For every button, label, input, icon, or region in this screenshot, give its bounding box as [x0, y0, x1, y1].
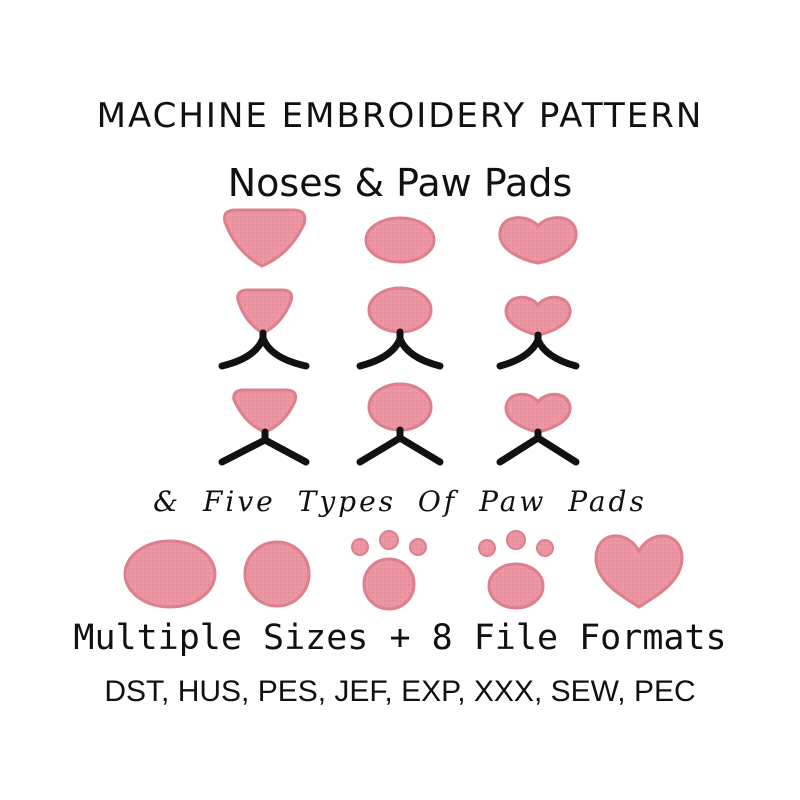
paw-print-icon — [351, 530, 427, 611]
paw-print-icon — [478, 530, 554, 610]
heart-nose-curved-mouth-icon — [496, 295, 580, 370]
page-subtitle: Noses & Paw Pads — [227, 161, 573, 205]
heart-nose-straight-mouth-icon — [496, 392, 580, 466]
triangle-nose-straight-mouth-icon — [218, 388, 310, 466]
oval-pad-icon — [123, 539, 217, 609]
paw-pads-caption: & Five Types Of Paw Pads — [153, 485, 647, 518]
oval-nose-icon — [364, 216, 436, 264]
oval-nose-straight-mouth-icon — [356, 382, 444, 466]
heart-pad-icon — [594, 534, 684, 609]
file-formats-list: DST, HUS, PES, JEF, EXP, XXX, SEW, PEC — [104, 675, 696, 708]
round-pad-icon — [243, 540, 311, 608]
triangle-nose-curved-mouth-icon — [218, 288, 310, 370]
triangle-nose-icon — [223, 208, 307, 268]
sizes-formats-heading: Multiple Sizes + 8 File Formats — [73, 618, 727, 658]
heart-nose-icon — [498, 216, 578, 265]
page-title: MACHINE EMBROIDERY PATTERN — [96, 96, 704, 136]
oval-nose-curved-mouth-icon — [356, 286, 444, 370]
